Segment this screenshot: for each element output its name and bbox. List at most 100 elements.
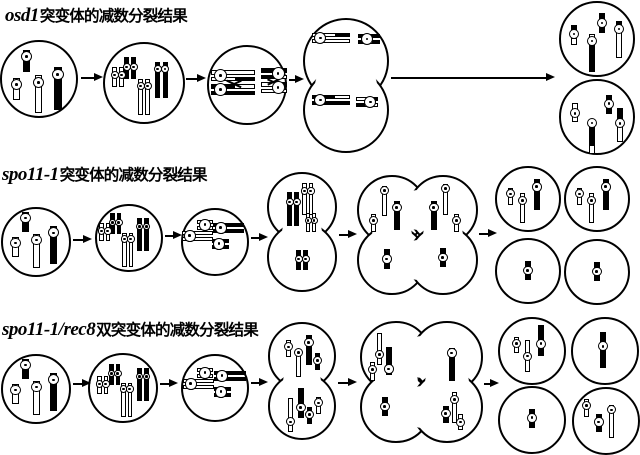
chromatid-segment <box>128 384 131 416</box>
cell-junction <box>403 240 432 280</box>
chromatid <box>122 233 127 267</box>
chromatid-segment <box>183 237 212 240</box>
chromatid <box>603 179 609 210</box>
centromere-dot <box>372 219 375 222</box>
arrow-head <box>546 73 555 82</box>
chromatid-segment <box>357 104 365 106</box>
centromere <box>294 347 303 357</box>
chromatid <box>144 368 149 401</box>
chromatid <box>137 368 142 401</box>
chromatid <box>394 201 400 230</box>
centromere-dot <box>289 420 292 424</box>
chromatid-segment <box>288 193 291 225</box>
osd1-product-cell-2 <box>559 79 635 155</box>
centromere-dot <box>535 185 539 189</box>
centromere-dot <box>109 372 113 375</box>
chromatid-segment <box>590 146 594 153</box>
chromatid <box>534 179 540 210</box>
centromere-dot <box>610 408 613 412</box>
centromere-dot <box>539 342 543 345</box>
centromere-dot <box>144 224 148 228</box>
row3-title-text: 双突变体的减数分裂结果 <box>96 322 259 339</box>
centromere-dot <box>188 234 192 238</box>
chromatid <box>589 193 594 223</box>
centromere <box>48 374 59 386</box>
centromere-dot <box>526 269 530 272</box>
centromere-dot <box>288 200 291 204</box>
centromere-dot <box>97 382 101 386</box>
centromere <box>512 338 521 348</box>
chromatid-segment <box>184 385 213 388</box>
centromere-dot <box>189 382 193 386</box>
centromere-dot <box>13 388 17 392</box>
centromere <box>115 218 123 227</box>
chromatid <box>452 392 457 423</box>
chromatid-segment <box>450 349 454 380</box>
centromere-dot <box>604 185 608 189</box>
centromere <box>380 186 389 195</box>
arrow-head <box>83 235 92 244</box>
cell-junction <box>371 220 413 250</box>
centromere <box>286 417 295 427</box>
centromere-dot <box>117 221 121 224</box>
centromere-dot <box>618 122 622 125</box>
chromatid <box>35 75 42 113</box>
arrow <box>251 233 268 242</box>
chromatid-segment <box>34 382 39 414</box>
chromatid-segment <box>214 229 243 232</box>
centromere <box>523 351 532 361</box>
centromere-dot <box>530 416 534 419</box>
chromatid-segment <box>618 109 622 123</box>
centromere-dot <box>56 73 60 77</box>
chromatid-segment <box>138 219 141 250</box>
chromatid-segment <box>145 369 148 400</box>
centromere <box>215 386 227 398</box>
chromatid-segment <box>610 406 613 437</box>
centromere-dot <box>203 371 207 375</box>
arrow <box>186 74 206 83</box>
centromere-dot <box>590 39 594 43</box>
centromere <box>438 252 448 263</box>
centromere <box>48 227 59 239</box>
centromere <box>214 69 228 82</box>
spo11-product-cell-4 <box>564 239 630 305</box>
centromere-dot <box>573 112 577 115</box>
arrow-head <box>490 379 499 388</box>
centromere-dot <box>304 257 307 261</box>
centromere-dot <box>104 382 108 386</box>
centromere <box>102 380 110 388</box>
chromatid <box>33 381 40 415</box>
centromere <box>360 33 373 45</box>
centromere-dot <box>122 237 126 241</box>
chromatid <box>155 62 160 98</box>
centromere <box>614 24 624 35</box>
chromatid <box>431 201 437 230</box>
centromere-dot <box>387 367 391 371</box>
chromatid-segment <box>395 202 399 229</box>
centromere <box>135 372 143 380</box>
chromatid-segment <box>307 336 311 364</box>
centromere <box>518 196 527 205</box>
centromere-dot <box>316 359 319 362</box>
arrow <box>73 379 91 388</box>
centromere <box>216 370 228 382</box>
centromere-dot <box>306 219 310 222</box>
centromere-dot <box>371 368 374 371</box>
centromere-dot <box>453 398 456 402</box>
chromatid-segment <box>55 68 61 109</box>
centromere-dot <box>132 65 135 69</box>
centromere-dot <box>455 219 458 222</box>
chromatid <box>386 347 392 375</box>
row2-title-text: 突变体的减数分裂结果 <box>59 167 208 184</box>
centromere-dot <box>137 224 141 228</box>
chromatid-segment <box>183 232 212 234</box>
centromere <box>127 235 135 243</box>
centromere-dot <box>220 374 224 378</box>
arrow <box>251 378 268 387</box>
centromere-dot <box>590 121 594 125</box>
centromere-dot <box>432 206 436 209</box>
chromatid-segment <box>295 193 298 225</box>
centromere-dot <box>317 401 320 405</box>
